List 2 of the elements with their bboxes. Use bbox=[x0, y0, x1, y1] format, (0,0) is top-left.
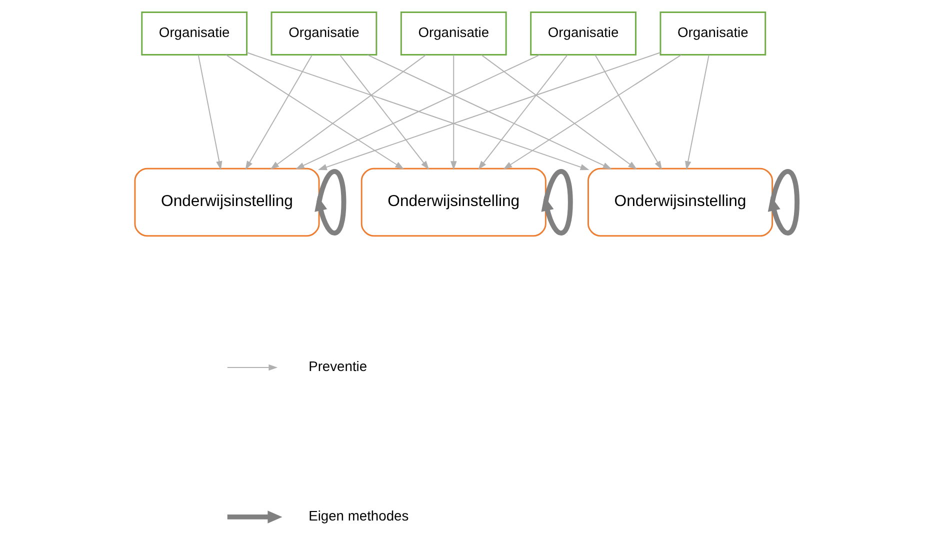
legend-label: Eigen methodes bbox=[308, 508, 408, 524]
legend-label: Preventie bbox=[308, 358, 367, 374]
